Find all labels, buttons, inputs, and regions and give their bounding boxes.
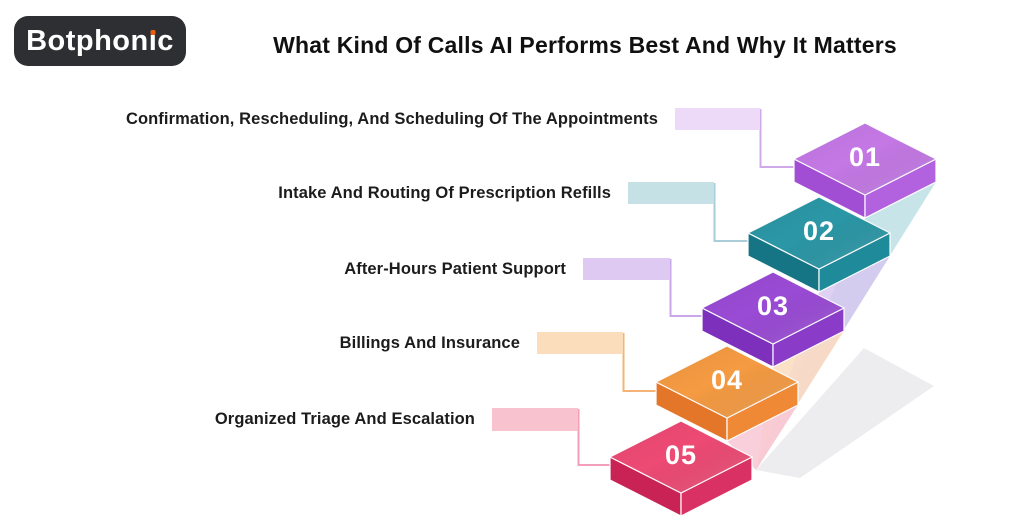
step-number-2: 02: [803, 216, 835, 246]
page-title: What Kind Of Calls AI Performs Best And …: [273, 32, 897, 58]
step-label-1: Confirmation, Rescheduling, And Scheduli…: [125, 110, 658, 128]
step-block-1: 01: [793, 122, 937, 219]
block-1-sheen: [794, 123, 936, 195]
step-block-3: 03: [701, 271, 845, 368]
block-3-sheen: [702, 272, 844, 344]
step-connector-4: [622, 333, 657, 392]
step-block-2: 02: [747, 196, 891, 293]
step-label-3: After-Hours Patient Support: [344, 260, 566, 278]
step-tag-1: [675, 108, 760, 130]
logo-text-part: Botphon: [26, 24, 149, 57]
step-connector-3: [669, 259, 703, 317]
block-5-sheen: [610, 421, 752, 493]
step-number-4: 04: [711, 365, 743, 395]
block-4-sheen: [656, 346, 798, 418]
step-label-5: Organized Triage And Escalation: [214, 410, 475, 428]
step-number-5: 05: [665, 440, 697, 470]
step-tag-5: [492, 408, 578, 431]
block-2-sheen: [748, 197, 890, 269]
step-block-5: 05: [609, 420, 753, 517]
step-connector-2: [713, 183, 749, 242]
step-tag-3: [583, 258, 670, 280]
step-tag-4: [537, 332, 623, 354]
floor-shadow: [756, 348, 934, 478]
step-block-4: 04: [655, 345, 799, 442]
step-label-4: Billings And Insurance: [339, 334, 520, 352]
logo-i-dot: [150, 29, 156, 35]
logo-text-part: c: [157, 24, 174, 57]
step-number-3: 03: [757, 291, 789, 321]
step-connector-5: [577, 409, 611, 466]
step-connector-1: [759, 109, 795, 168]
logo-letter-i: ı: [148, 24, 158, 57]
step-number-1: 01: [849, 142, 881, 172]
logo-i-stem: ı: [148, 24, 158, 57]
step-label-2: Intake And Routing Of Prescription Refil…: [278, 184, 611, 202]
step-tag-2: [628, 182, 714, 204]
